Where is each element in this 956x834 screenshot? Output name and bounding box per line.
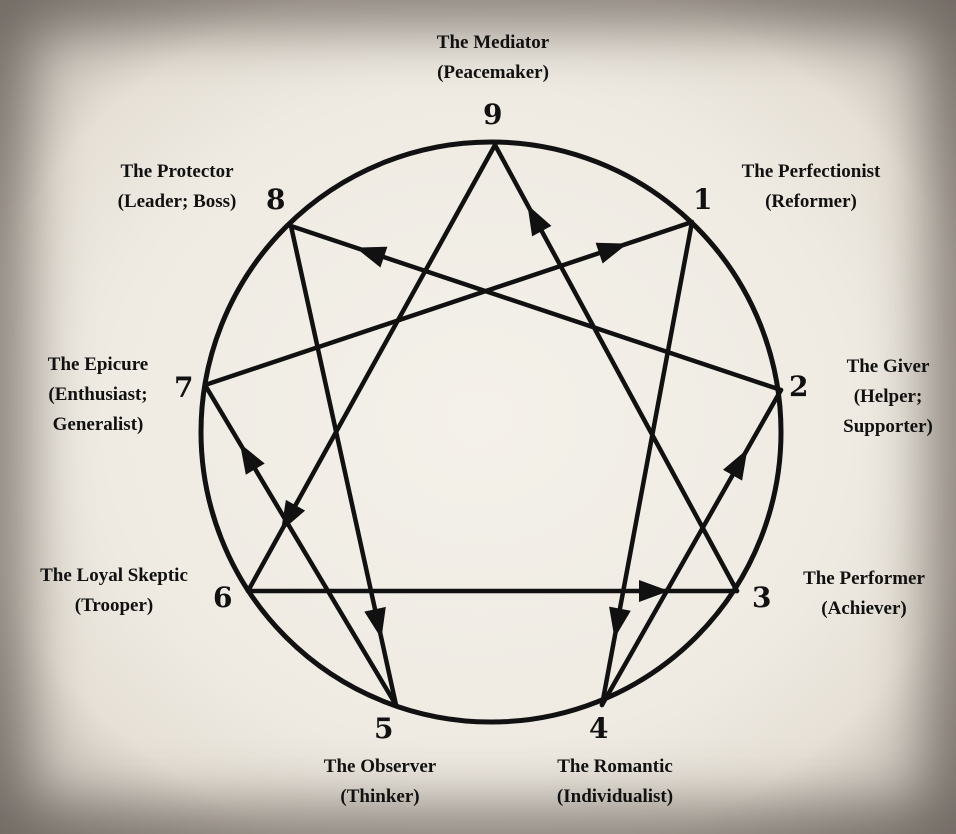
line-5-to-7: [202, 382, 399, 708]
label-8-protector: The Protector (Leader; Boss): [88, 157, 266, 217]
point-number-7: 7: [174, 371, 194, 404]
label-2-subtitle-2: Supporter): [843, 416, 933, 437]
arrowhead-3-to-9: [527, 204, 552, 237]
label-9-subtitle: (Peacemaker): [437, 62, 549, 83]
label-2-giver: The Giver (Helper; Supporter): [822, 352, 954, 442]
label-3-subtitle: (Achiever): [821, 598, 907, 619]
arrowhead-6-to-3: [639, 580, 669, 602]
label-5-observer: The Observer (Thinker): [290, 752, 470, 812]
label-2-title: The Giver: [846, 356, 930, 377]
point-number-2: 2: [789, 370, 809, 403]
point-number-9: 9: [483, 98, 503, 131]
label-4-romantic: The Romantic (Individualist): [520, 752, 710, 812]
label-7-title: The Epicure: [47, 354, 149, 375]
point-number-8: 8: [266, 183, 286, 216]
arrowhead-4-to-2: [723, 449, 748, 481]
label-3-title: The Performer: [803, 568, 925, 589]
point-number-5: 5: [374, 712, 394, 745]
point-number-3: 3: [752, 581, 772, 614]
label-1-title: The Perfectionist: [741, 161, 881, 182]
point-number-4: 4: [589, 712, 609, 745]
arrowhead-9-to-6: [280, 499, 306, 532]
arrowhead-2-to-8: [355, 246, 388, 268]
arrowhead-5-to-7: [239, 443, 265, 475]
line-4-to-2: [599, 387, 784, 708]
label-5-subtitle: (Thinker): [340, 786, 420, 807]
arrowhead-7-to-1: [595, 242, 628, 264]
point-number-1: 1: [693, 183, 713, 216]
label-2-subtitle-1: (Helper;: [853, 386, 923, 407]
arrowhead-8-to-5: [364, 606, 386, 639]
label-6-subtitle: (Trooper): [74, 595, 154, 616]
label-8-subtitle: (Leader; Boss): [117, 191, 237, 212]
label-9-title: The Mediator: [436, 32, 550, 53]
label-5-title: The Observer: [323, 756, 437, 777]
label-6-loyal-skeptic: The Loyal Skeptic (Trooper): [14, 561, 214, 621]
label-6-title: The Loyal Skeptic: [40, 565, 188, 586]
label-7-subtitle-2: Generalist): [52, 414, 144, 435]
label-7-subtitle-1: (Enthusiast;: [48, 384, 148, 405]
label-3-performer: The Performer (Achiever): [778, 564, 950, 624]
label-4-subtitle: (Individualist): [556, 786, 674, 807]
label-4-title: The Romantic: [557, 756, 673, 777]
label-1-subtitle: (Reformer): [765, 191, 857, 212]
point-number-6: 6: [213, 581, 233, 614]
label-1-perfectionist: The Perfectionist (Reformer): [712, 157, 910, 217]
label-9-mediator: The Mediator (Peacemaker): [403, 28, 583, 88]
label-7-epicure: The Epicure (Enthusiast; Generalist): [22, 350, 174, 440]
arrowhead-1-to-4: [609, 606, 631, 639]
outer-circle: [198, 139, 784, 725]
label-8-title: The Protector: [120, 161, 234, 182]
arrowheads: [239, 204, 748, 639]
